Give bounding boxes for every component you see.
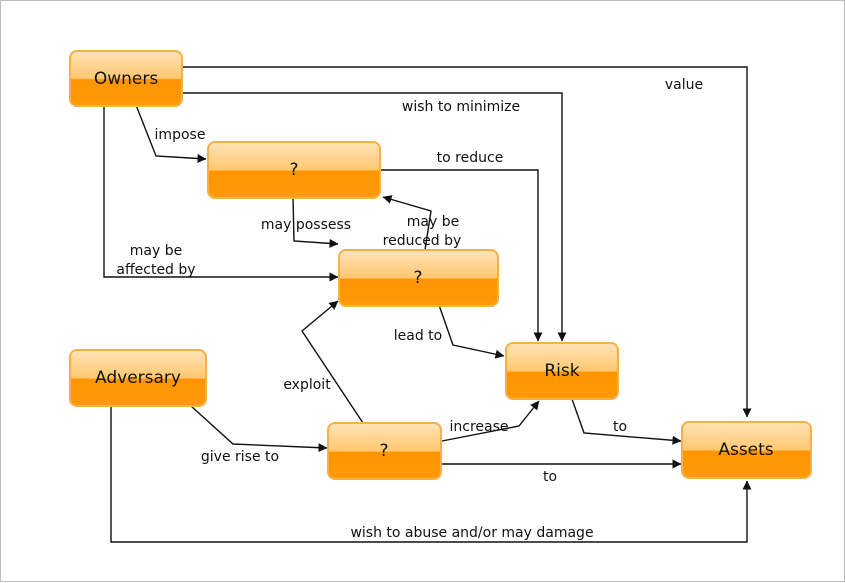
label-exploit: exploit [283,377,331,393]
node-owners: Owners [69,50,183,107]
label-may-be-affected-1: may be [130,243,182,259]
edge-owners-affected-vulnerabilities [103,105,339,282]
edge-countermeasures-reduce-risk [380,169,543,342]
node-adversary-label: Adversary [95,368,181,388]
label-to-threats-assets: to [543,469,557,485]
edge-threats-increase-risk [441,400,540,442]
node-vulnerabilities-label: ? [413,268,422,288]
node-threats-label: ? [379,441,388,461]
label-impose: impose [155,127,206,143]
edge-vulnerabilities-reducedby-countermeasures [382,195,432,251]
edge-threats-exploit-vulnerabilities [301,300,364,424]
label-wish-to-abuse: wish to abuse and/or may damage [350,525,593,541]
edges [103,66,752,543]
edge-risk-to-assets [571,398,682,445]
node-assets: Assets [681,421,812,479]
label-give-rise-to: give rise to [201,449,279,465]
label-may-be-affected-2: affected by [116,262,195,278]
label-lead-to: lead to [394,328,442,344]
label-may-be-reduced-1: may be [407,214,459,230]
node-vulnerabilities: ? [338,249,499,307]
node-risk-label: Risk [544,361,579,381]
label-wish-to-minimize: wish to minimize [402,99,520,115]
edge-countermeasures-possess-vulnerabilities [292,196,339,248]
node-assets-label: Assets [718,440,773,460]
label-to-reduce: to reduce [437,150,504,166]
label-may-be-reduced-2: reduced by [383,233,462,249]
label-value: value [665,77,703,93]
node-adversary: Adversary [69,349,207,407]
label-may-possess: may possess [261,217,351,233]
node-countermeasures: ? [207,141,381,199]
edge-owners-minimize-risk [181,92,567,342]
edge-owners-value-assets [181,66,752,418]
label-to-risk-assets: to [613,419,627,435]
node-countermeasures-label: ? [289,160,298,180]
edge-adversary-giverise-threats [190,405,328,453]
node-risk: Risk [505,342,619,400]
edge-owners-impose-countermeasures [135,104,207,163]
label-increase: increase [449,419,508,435]
edge-labels: value wish to minimize impose to reduce … [116,77,703,541]
edge-adversary-abuse-assets [110,406,752,543]
node-threats: ? [327,422,442,480]
node-owners-label: Owners [94,69,159,89]
edge-vulnerabilities-leadto-risk [438,304,505,359]
